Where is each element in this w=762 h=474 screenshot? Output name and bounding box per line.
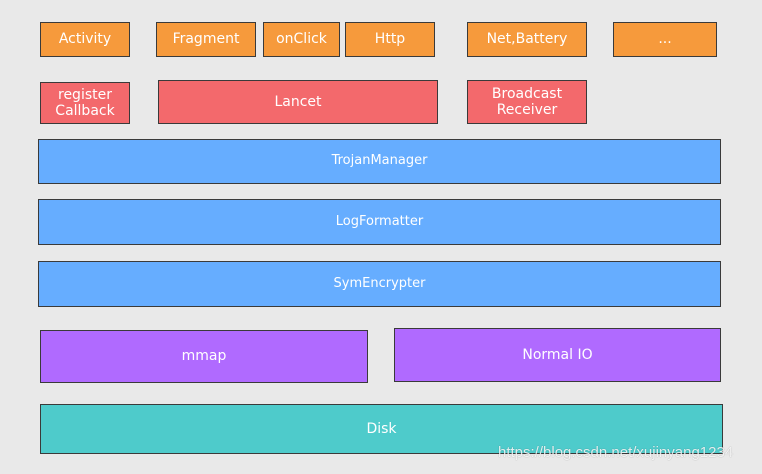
http-box: Http [345, 22, 435, 57]
net-battery-box: Net,Battery [467, 22, 587, 57]
broadcast-receiver-box: Broadcast Receiver [467, 80, 587, 124]
fragment-box: Fragment [156, 22, 256, 57]
lancet-box: Lancet [158, 80, 438, 124]
normal-io-box: Normal IO [394, 328, 721, 382]
watermark-text: https://blog.csdn.net/xujinyang1234 [498, 444, 734, 461]
sym-encrypter-layer: SymEncrypter [38, 261, 721, 307]
mmap-box: mmap [40, 330, 368, 383]
more-box: ... [613, 22, 717, 57]
activity-box: Activity [40, 22, 130, 57]
disk-box: Disk [40, 404, 723, 454]
onclick-box: onClick [263, 22, 340, 57]
register-callback-box: register Callback [40, 82, 130, 124]
log-formatter-layer: LogFormatter [38, 199, 721, 245]
trojan-manager-layer: TrojanManager [38, 139, 721, 184]
